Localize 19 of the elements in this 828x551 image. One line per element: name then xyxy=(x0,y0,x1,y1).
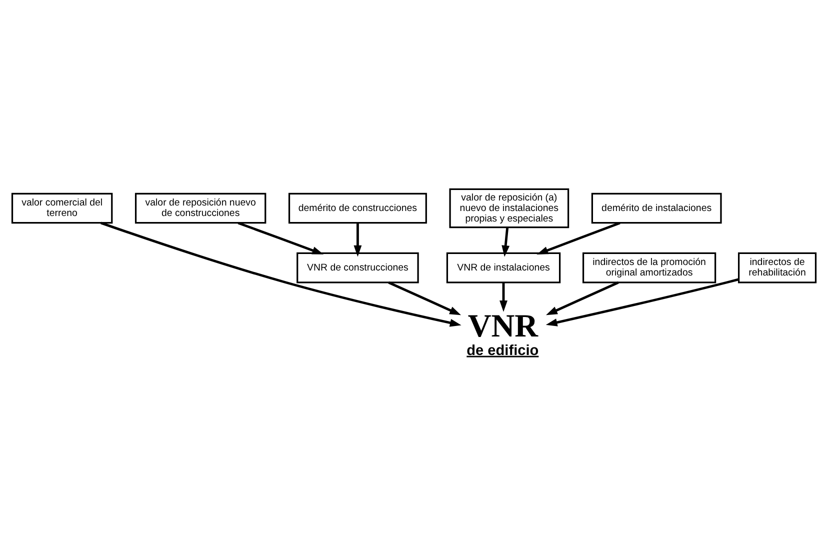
node-box: valor de reposición nuevo de construcciones xyxy=(134,192,266,224)
node-box: demérito de construcciones xyxy=(288,192,427,224)
arrow xyxy=(546,281,619,316)
arrow xyxy=(502,227,510,257)
node-text: VNR de edificio xyxy=(466,308,539,359)
node-box: VNR de construcciones xyxy=(296,252,419,284)
arrow xyxy=(500,282,508,312)
arrow xyxy=(238,222,324,254)
node-box: valor de reposición (a) nuevo de instalaciones propias y especiales xyxy=(449,188,570,228)
node-box: demérito de instalaciones xyxy=(591,192,722,224)
arrow xyxy=(536,222,620,254)
node-box: indirectos de rehabilitación xyxy=(738,252,817,284)
arrow xyxy=(354,223,362,257)
arrow xyxy=(388,281,462,316)
node-box: indirectos de la promoción original amortizados xyxy=(582,252,716,284)
arrow xyxy=(546,278,739,326)
node-box: VNR de instalaciones xyxy=(446,252,561,284)
node-box: valor comercial del terreno xyxy=(11,192,113,224)
arrow xyxy=(100,222,462,327)
